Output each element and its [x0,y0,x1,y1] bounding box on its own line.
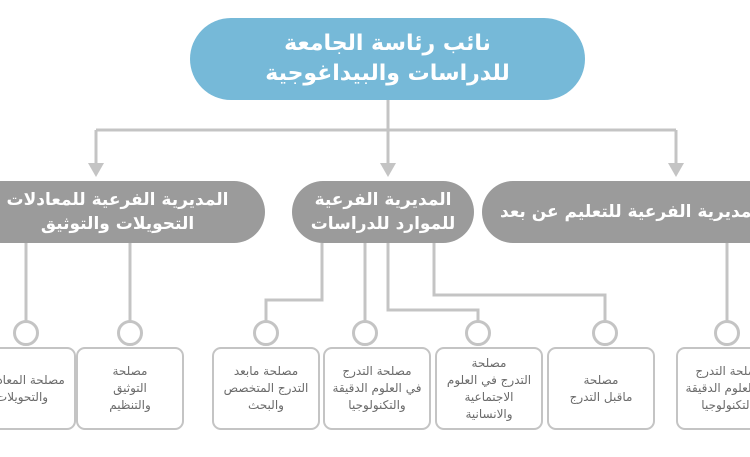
service-line: مصلحة التدرج [695,364,750,378]
service-box-postgraduate: مصلحة مابعد التدرج المتخصص والبحث [212,347,320,430]
service-line: والتكنولوجيا [348,398,406,412]
service-line: التدرج في العلوم [446,372,532,387]
arrow-center-icon [380,163,396,177]
service-line: والتنظيم [109,398,151,412]
directorate-studies: المديرية الفرعية للموارد للدراسات [292,181,474,243]
node-circle [13,320,39,346]
directorate-studies-line2: للموارد للدراسات [310,214,456,234]
service-line: في العلوم الدقيقة [685,381,750,395]
service-box-distance-exact-sciences: مصلحة التدرج في العلوم الدقيقة والتكنولو… [676,347,750,430]
service-box-pre-graduation: مصلحة ماقبل التدرج [547,347,655,430]
service-line: الاجتماعية [464,389,514,404]
service-line: والتكنولوجيا [701,398,750,412]
service-line: والتحويلات [0,389,49,404]
node-circle [352,320,378,346]
directorate-studies-line1: المديرية الفرعية [314,190,452,210]
service-line: التوثيق [113,381,147,395]
service-box-equivalences: مصلحة المعادلات والتحويلات [0,347,76,430]
node-circle [117,320,143,346]
link-center-3 [386,243,480,322]
vice-rectorate-title-line1: نائب رئاسة الجامعة [284,31,491,56]
service-line: والبحث [248,398,284,412]
arrow-left-icon [88,163,104,177]
service-box-documentation: مصلحة التوثيق والتنظيم [76,347,184,430]
service-line: مصلحة [583,372,619,387]
vice-rectorate-title-line2: للدراسات والبيداغوجية [265,61,510,86]
service-line: والانسانية [465,406,513,421]
directorate-distance-learning: المديرية الفرعية للتعليم عن بعد [482,181,750,243]
vice-rectorate-box: نائب رئاسة الجامعة للدراسات والبيداغوجية [190,18,585,100]
service-box-social-sciences: مصلحة التدرج في العلوم الاجتماعية والانس… [435,347,543,430]
link-center-1 [264,243,324,322]
link-center-4 [432,243,607,322]
directorate-distance-learning-line1: المديرية الفرعية للتعليم عن بعد [500,202,750,222]
service-line: في العلوم الدقيقة [332,381,422,395]
node-circle [253,320,279,346]
service-box-exact-sciences: مصلحة التدرج في العلوم الدقيقة والتكنولو… [323,347,431,430]
service-line: مصلحة التدرج [342,364,412,378]
node-circle [465,320,491,346]
directorate-equivalences: المديرية الفرعية للمعادلات التحويلات وال… [0,181,265,243]
service-line: مصلحة [112,364,148,378]
service-line: مصلحة المعادلات [0,372,65,387]
node-circle [714,320,740,346]
service-line: مصلحة مابعد [233,364,299,378]
service-line: ماقبل التدرج [569,389,633,404]
arrow-right-icon [668,163,684,177]
service-line: التدرج المتخصص [223,381,309,395]
directorate-equivalences-line2: التحويلات والتوثيق [40,214,195,234]
node-circle [592,320,618,346]
directorate-equivalences-line1: المديرية الفرعية للمعادلات [6,190,229,210]
service-line: مصلحة [471,355,507,370]
